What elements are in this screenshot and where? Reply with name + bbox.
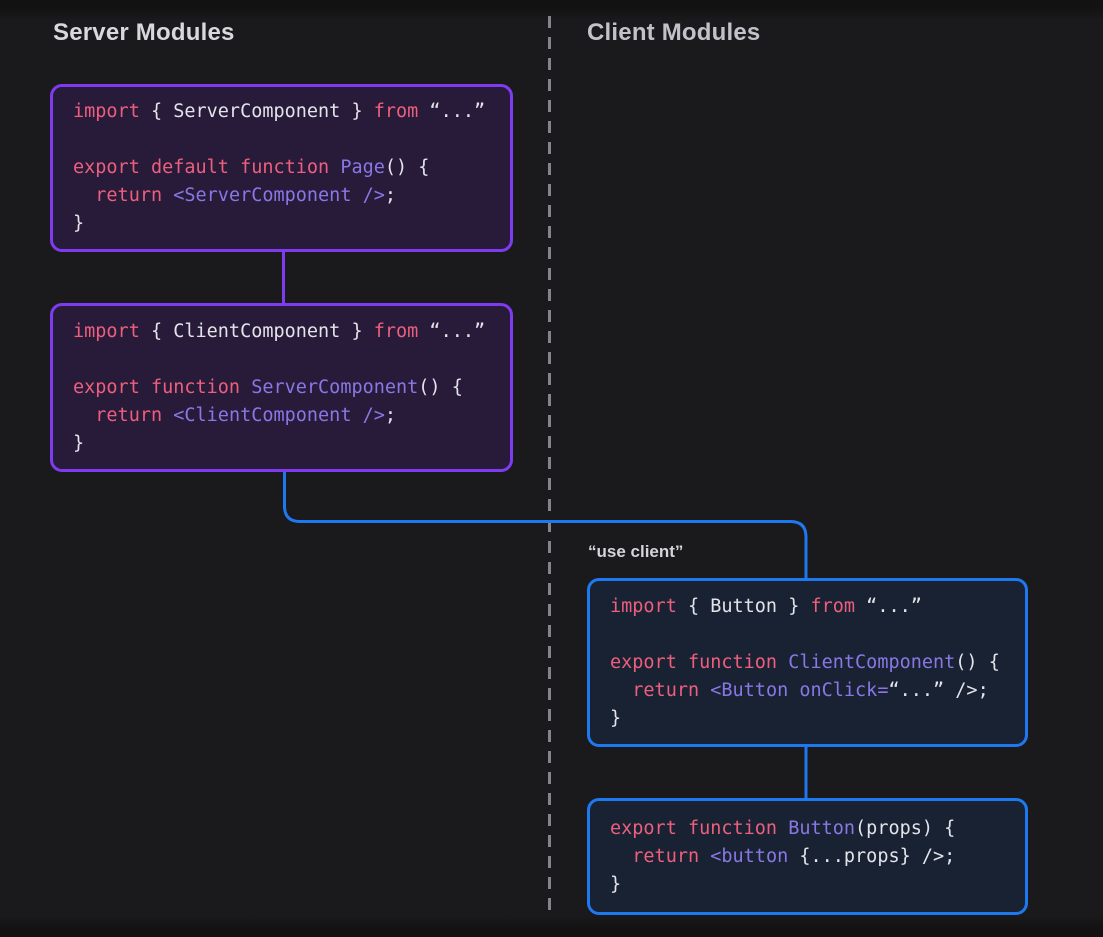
- code-token: export function: [73, 376, 252, 398]
- code-line: [73, 346, 490, 374]
- code-token: }: [610, 707, 622, 729]
- page-module-code-block: import { ServerComponent } from “...” ex…: [50, 84, 513, 252]
- code-token: [610, 680, 632, 701]
- code-token: {...props} />;: [788, 845, 956, 867]
- code-line: import { ServerComponent } from “...”: [73, 98, 490, 126]
- code-token: import: [73, 320, 140, 342]
- code-token: ;: [384, 404, 397, 426]
- code-token: <button: [710, 845, 789, 867]
- code-token: }: [73, 213, 85, 234]
- code-line: return <Button onClick=“...” />;: [610, 677, 1005, 705]
- code-token: return: [632, 679, 700, 701]
- code-token: import: [73, 101, 140, 122]
- code-token: }: [610, 873, 622, 895]
- code-line: return <ServerComponent />;: [73, 182, 490, 210]
- code-token: export default function: [73, 157, 341, 178]
- code-line: }: [610, 871, 1005, 899]
- button-module-code-block: export function Button(props) { return <…: [587, 798, 1028, 915]
- server-component-module-code-block: import { ClientComponent } from “...” ex…: [50, 303, 513, 472]
- code-token: [162, 405, 173, 426]
- code-token: from: [810, 595, 856, 617]
- code-token: return: [95, 185, 163, 206]
- code-line: }: [610, 705, 1005, 733]
- code-token: from: [373, 101, 419, 122]
- code-token: export function: [610, 651, 789, 673]
- code-line: }: [73, 430, 490, 458]
- code-line: export function ServerComponent() {: [73, 374, 490, 402]
- code-line: export function ClientComponent() {: [610, 649, 1005, 677]
- code-token: <ServerComponent />: [173, 185, 385, 206]
- code-line: return <button {...props} />;: [610, 843, 1005, 871]
- code-token: [73, 405, 95, 426]
- code-token: [699, 846, 710, 867]
- code-token: [162, 185, 173, 206]
- code-token: <Button onClick=: [710, 679, 889, 701]
- code-line: import { Button } from “...”: [610, 593, 1005, 621]
- code-token: “...” />;: [888, 679, 989, 701]
- code-line: export default function Page() {: [73, 154, 490, 182]
- code-token: “...”: [418, 320, 486, 342]
- code-token: return: [632, 845, 700, 867]
- code-token: (props) {: [855, 817, 956, 839]
- code-line: export function Button(props) {: [610, 815, 1005, 843]
- code-token: () {: [418, 376, 463, 398]
- code-token: import: [610, 595, 677, 617]
- code-token: [73, 185, 95, 206]
- code-token: <ClientComponent />: [173, 404, 385, 426]
- code-token: [699, 680, 710, 701]
- code-token: ServerComponent: [251, 376, 419, 398]
- code-line: [73, 126, 490, 154]
- code-token: from: [373, 320, 419, 342]
- use-client-directive-label: “use client”: [588, 542, 684, 561]
- code-token: return: [95, 404, 163, 426]
- client-component-module-code-block: import { Button } from “...” export func…: [587, 578, 1028, 747]
- code-line: return <ClientComponent />;: [73, 402, 490, 430]
- code-line: [610, 621, 1005, 649]
- code-token: [610, 846, 632, 867]
- server-modules-heading: Server Modules: [53, 19, 235, 46]
- code-token: { ClientComponent }: [139, 320, 374, 342]
- code-token: () {: [384, 157, 430, 178]
- code-token: export function: [610, 817, 789, 839]
- code-token: { Button }: [676, 595, 811, 617]
- code-token: Button: [788, 817, 856, 839]
- server-to-client-connector-line: [283, 471, 808, 579]
- code-token: “...”: [855, 595, 922, 617]
- code-line: }: [73, 210, 490, 238]
- code-token: ;: [384, 185, 397, 206]
- code-token: { ServerComponent }: [139, 101, 374, 122]
- code-token: Page: [340, 157, 385, 178]
- code-line: import { ClientComponent } from “...”: [73, 318, 490, 346]
- code-token: () {: [955, 651, 1000, 673]
- client-modules-heading: Client Modules: [587, 19, 761, 46]
- code-token: ClientComponent: [788, 651, 956, 673]
- code-token: “...”: [418, 101, 486, 122]
- code-token: }: [73, 432, 85, 454]
